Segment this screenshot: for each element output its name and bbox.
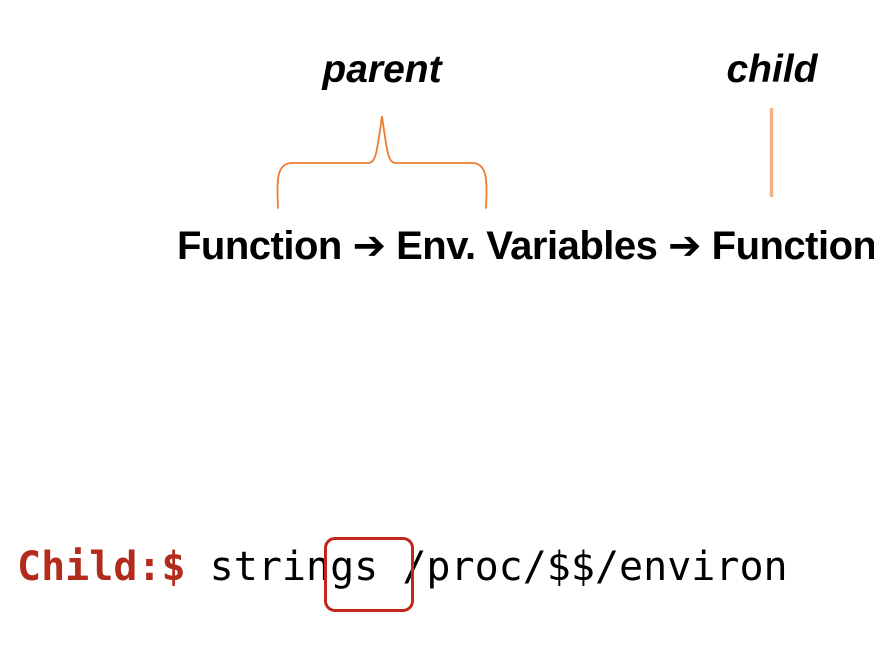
shell-prompt: Child:$ (17, 544, 186, 590)
shell-command: strings /proc/$$/environ (185, 544, 788, 590)
terminal-snippet: Child:$ strings /proc/$$/environ | grep … (17, 436, 788, 654)
child-label: child (726, 48, 818, 91)
terminal-line-1: Child:$ strings /proc/$$/environ (17, 541, 788, 594)
parent-brace-icon (276, 115, 488, 209)
flow-heading: Function ➔ Env. Variables ➔ Function (177, 224, 874, 268)
parent-label: parent (322, 48, 442, 91)
percent-equals-highlight-box (324, 537, 414, 612)
